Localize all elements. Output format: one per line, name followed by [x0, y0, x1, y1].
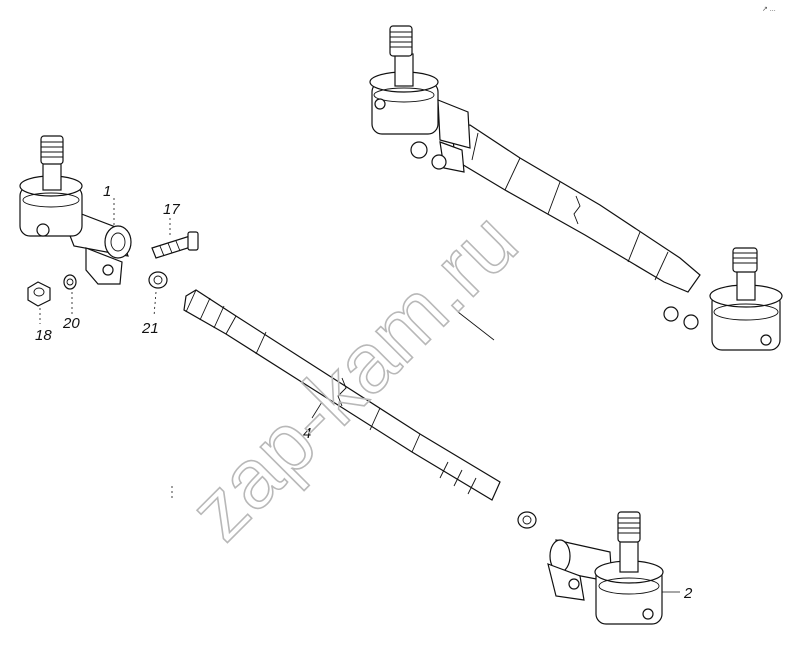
callout-20: 20: [62, 315, 80, 332]
callout-21: 21: [141, 320, 159, 337]
callout-18: 18: [35, 327, 52, 344]
assembled-tie-rod: [369, 25, 783, 351]
leader-21: [153, 291, 157, 317]
spring-washer-20: [63, 274, 77, 290]
nut-18: [27, 281, 51, 307]
tie-rod-end-1: [19, 135, 132, 285]
corner-mark: ↗ ...: [762, 6, 776, 13]
callout-2: 2: [683, 585, 693, 602]
callout-1: 1: [103, 183, 111, 200]
callout-4: 4: [303, 425, 311, 442]
watermark-text: zap-kam.ru: [171, 194, 535, 558]
washer-small: [517, 511, 537, 529]
callout-17: 17: [163, 201, 180, 218]
tie-rod-tube-4: [183, 289, 501, 501]
bolt-17: [151, 231, 199, 259]
tie-rod-end-2: [547, 511, 664, 625]
washer-21: [148, 271, 168, 289]
